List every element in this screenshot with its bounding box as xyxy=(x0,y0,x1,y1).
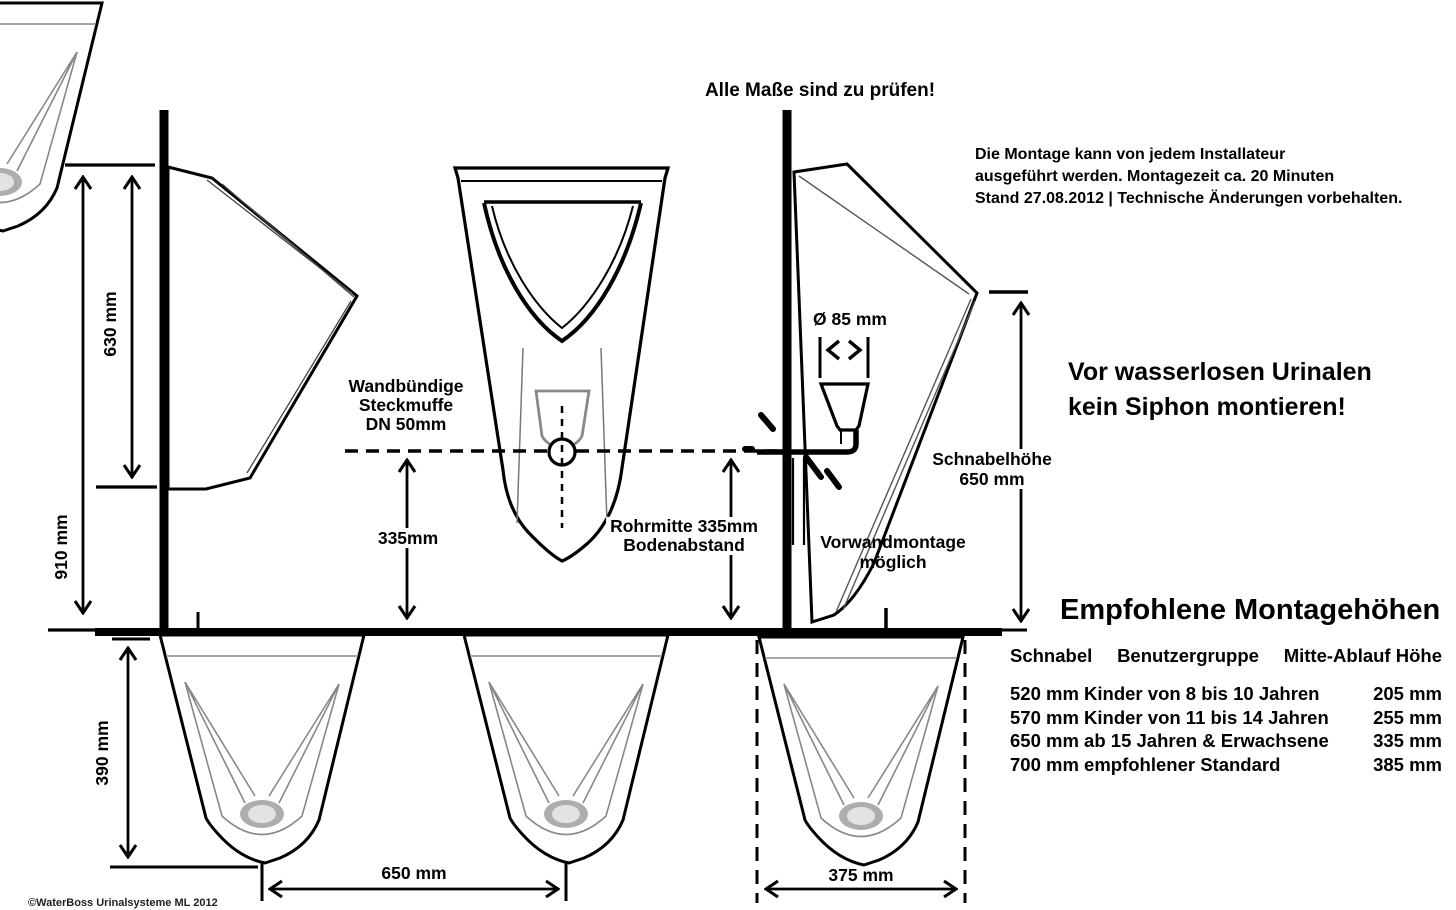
mounting-heights-heading: Empfohlene Montagehöhen xyxy=(1060,594,1441,626)
urinal-front-center xyxy=(452,166,671,563)
socket-label: Wandbündige Steckmuffe DN 50mm xyxy=(348,376,464,434)
dim-910-label: 910 mm xyxy=(50,514,71,580)
table-row: 520 mm Kinder von 8 bis 10 Jahren 205 mm xyxy=(1010,683,1442,704)
check-note: Alle Maße sind zu prüfen! xyxy=(704,80,936,101)
beak-height-label: Schnabelhöhe 650 mm xyxy=(928,449,1056,489)
dim-630-label: 630 mm xyxy=(99,291,120,357)
pipe-center-label: Rohrmitte 335mm Bodenabstand xyxy=(606,517,762,555)
urinal-front-row xyxy=(0,1,965,867)
prewall-label: Vorwandmontage möglich xyxy=(820,532,966,572)
mounting-table-header: Schnabel Benutzergruppe Mitte-Ablauf Höh… xyxy=(1010,645,1442,667)
col-mitte-ablauf: Mitte-Ablauf Höhe xyxy=(1283,645,1442,666)
prewall-dashed-lines xyxy=(755,640,967,903)
no-siphon-warning: Vor wasserlosen Urinalen kein Siphon mon… xyxy=(1068,358,1372,421)
montage-info-line: ausgeführt werden. Montagezeit ca. 20 Mi… xyxy=(975,168,1335,185)
urinal-side-right-tilted xyxy=(792,162,979,625)
dim-375-label: 375 mm xyxy=(828,865,894,885)
montage-info-line: Stand 27.08.2012 | Technische Änderungen… xyxy=(975,190,1403,207)
table-row: 570 mm Kinder von 11 bis 14 Jahren 255 m… xyxy=(1010,706,1442,728)
diameter-label: Ø 85 mm xyxy=(813,309,887,329)
table-row: 700 mm empfohlener Standard 385 mm xyxy=(1010,753,1442,775)
dim-650-label: 650 mm xyxy=(381,863,447,883)
urinal-side-left xyxy=(166,165,359,491)
no-siphon-slashes xyxy=(742,412,842,490)
pipe-center-dashed-line xyxy=(345,406,781,528)
dim-335-label: 335mm xyxy=(373,528,443,549)
mounting-table: Schnabel Benutzergruppe Mitte-Ablauf Höh… xyxy=(1010,645,1442,776)
mounting-table-rows: 520 mm Kinder von 8 bis 10 Jahren 205 mm… xyxy=(1010,682,1442,776)
montage-info: Die Montage kann von jedem Installateur … xyxy=(975,144,1402,210)
dim-390-label: 390 mm xyxy=(91,720,112,786)
col-benutzergruppe: Benutzergruppe xyxy=(1117,645,1259,666)
copyright-note: ©WaterBoss Urinalsysteme ML 2012 xyxy=(28,897,218,909)
drain-socket-detail xyxy=(196,382,888,631)
col-schnabel: Schnabel xyxy=(1010,645,1093,666)
table-row: 650 mm ab 15 Jahren & Erwachsene 335 mm xyxy=(1010,730,1442,751)
montage-info-line: Die Montage kann von jedem Installateur xyxy=(975,146,1286,163)
